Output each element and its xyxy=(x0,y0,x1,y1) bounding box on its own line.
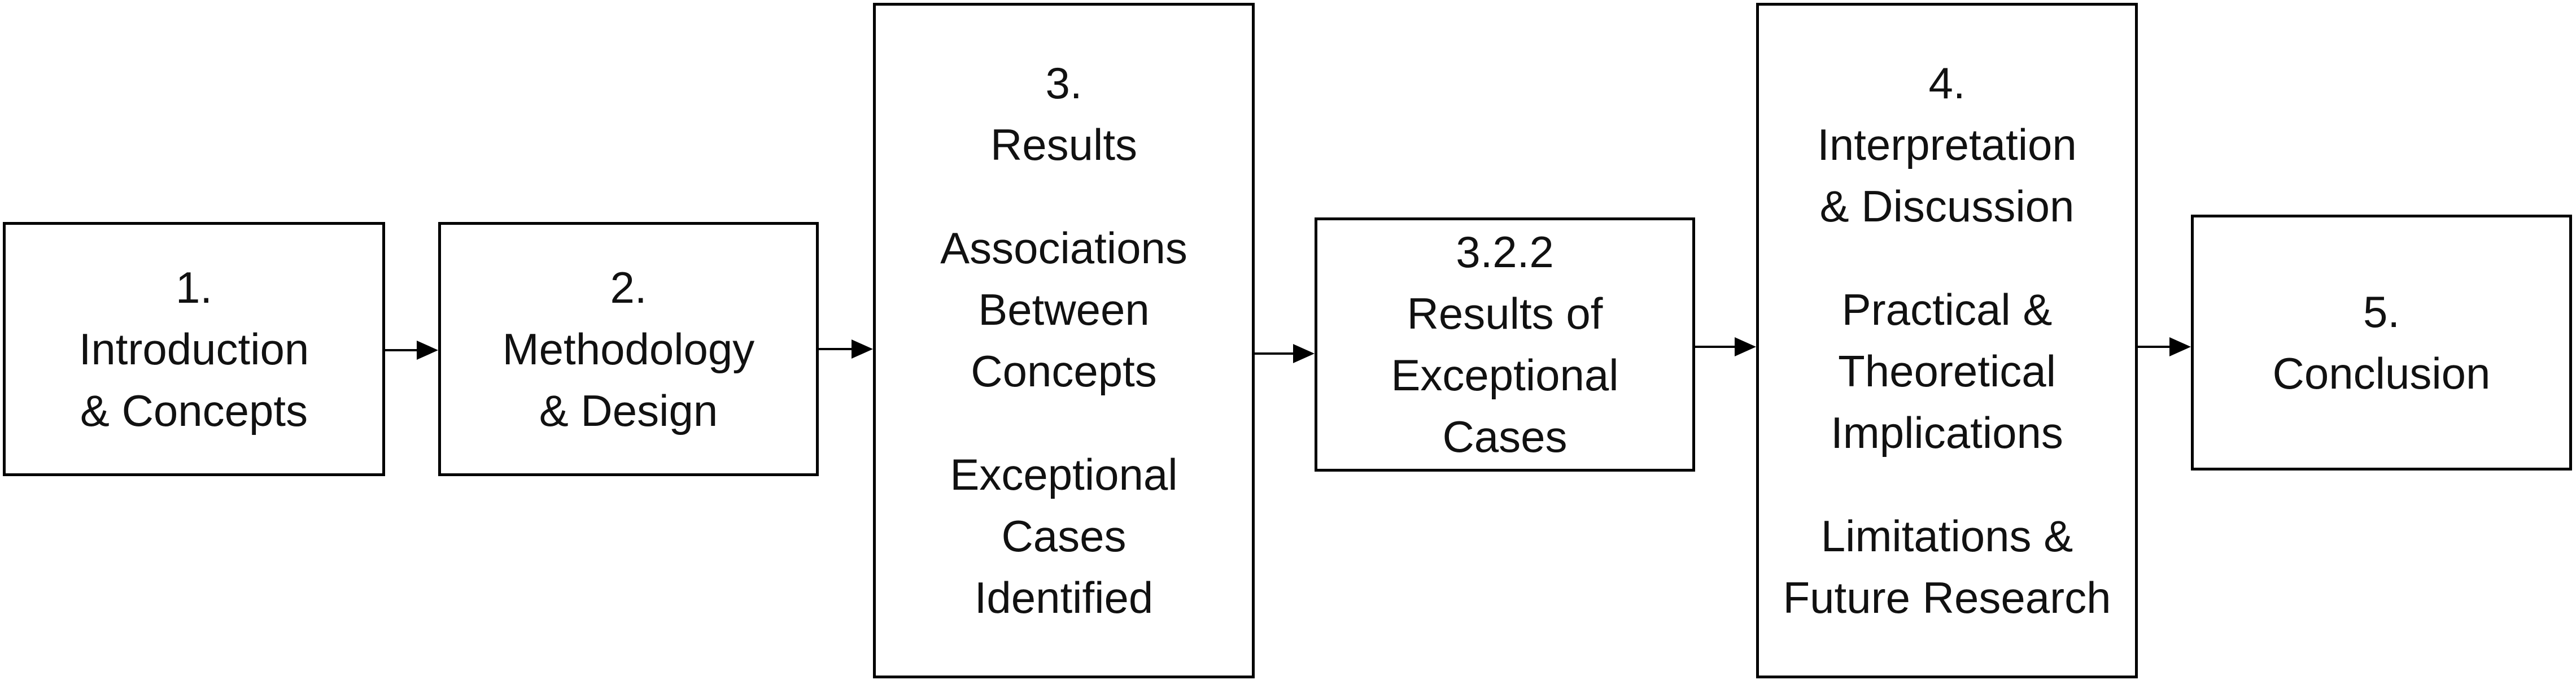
results-text-block: 3. Results xyxy=(990,53,1137,176)
box-introduction: 1. Introduction & Concepts xyxy=(3,222,385,476)
arrow-results-to-exceptional-results xyxy=(1255,344,1315,363)
interpretation-label-line: Future Research xyxy=(1783,573,2111,622)
interpretation-label-line: Theoretical xyxy=(1838,346,2056,396)
arrow-interpretation-to-conclusion xyxy=(2138,337,2191,356)
introduction-label-line: & Concepts xyxy=(80,385,308,435)
results-label-line: Identified xyxy=(974,573,1154,622)
arrow-introduction-to-methodology xyxy=(385,341,438,360)
introduction-text-block: 1. Introduction & Concepts xyxy=(79,257,309,442)
conclusion-label-line: 5. xyxy=(2363,286,2400,337)
results-label-line: Exceptional xyxy=(950,450,1178,499)
exceptional-results-label-line: Exceptional xyxy=(1391,350,1619,400)
results-label-line: Results xyxy=(990,120,1138,169)
interpretation-label-line: 4. xyxy=(1928,58,1966,108)
exceptional-results-label-line: Cases xyxy=(1442,412,1568,461)
conclusion-text-block: 5. Conclusion xyxy=(2273,281,2491,404)
exceptional-results-label-line: 3.2.2 xyxy=(1456,227,1554,277)
arrow-exceptional-results-to-interpretation xyxy=(1695,337,1756,356)
results-label-line: Cases xyxy=(1001,511,1127,561)
interpretation-text-block: 4. Interpretation & Discussion xyxy=(1817,53,2077,237)
exceptional-results-label-line: Results of xyxy=(1407,289,1603,338)
introduction-label-line: 1. xyxy=(175,262,213,312)
interpretation-label-line: Practical & xyxy=(1841,285,2053,334)
interpretation-label-line: Interpretation xyxy=(1817,120,2077,169)
box-methodology: 2. Methodology & Design xyxy=(438,222,819,476)
results-label-line: Concepts xyxy=(971,346,1157,396)
methodology-label-line: Methodology xyxy=(502,324,755,374)
methodology-text-block: 2. Methodology & Design xyxy=(503,257,755,442)
results-label-line: 3. xyxy=(1045,58,1082,108)
interpretation-text-block: Limitations & Future Research xyxy=(1783,506,2111,629)
interpretation-label-line: Implications xyxy=(1831,408,2063,458)
conclusion-label-line: Conclusion xyxy=(2272,348,2491,398)
arrow-methodology-to-results xyxy=(819,339,873,359)
results-label-line: Associations xyxy=(940,223,1187,273)
results-label-line: Between xyxy=(978,285,1150,334)
interpretation-label-line: & Discussion xyxy=(1819,181,2075,231)
methodology-label-line: 2. xyxy=(610,262,647,312)
introduction-label-line: Introduction xyxy=(78,324,309,374)
box-conclusion: 5. Conclusion xyxy=(2191,215,2572,470)
methodology-label-line: & Design xyxy=(539,385,718,435)
interpretation-label-line: Limitations & xyxy=(1820,511,2073,561)
